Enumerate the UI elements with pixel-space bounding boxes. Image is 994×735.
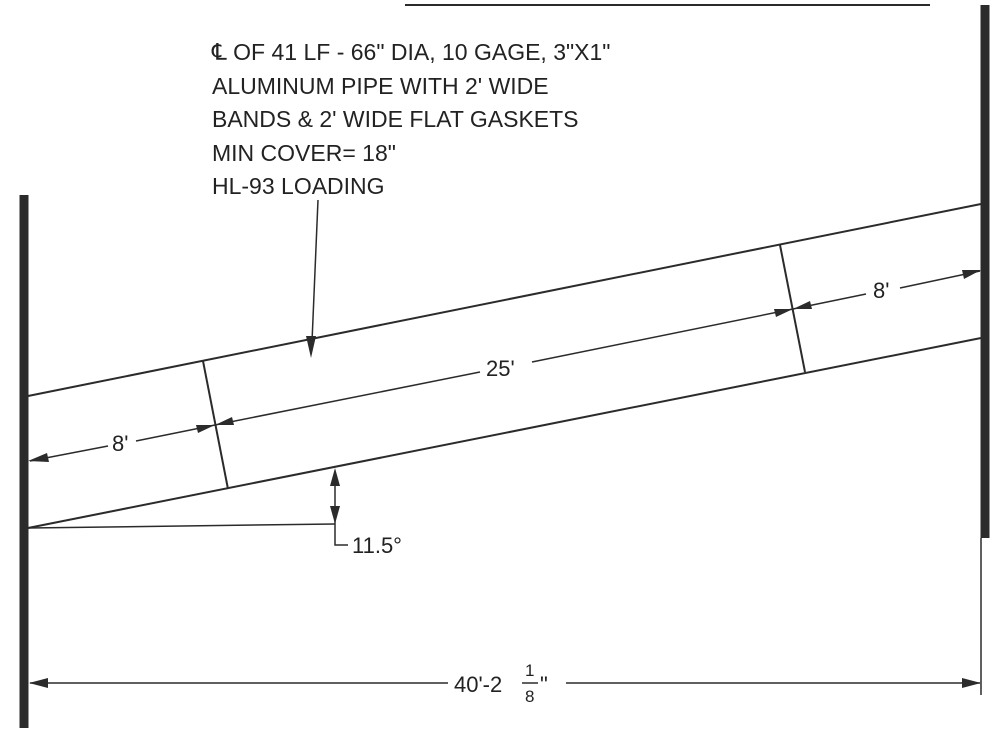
note-line-2: ALUMINUM PIPE WITH 2' WIDE — [212, 73, 549, 99]
note-line-1: ℄ OF 41 LF - 66" DIA, 10 GAGE, 3"X1" — [211, 39, 610, 65]
angle-arrowhead-bottom — [330, 506, 340, 524]
arrowhead-left-joint-b — [215, 417, 234, 425]
angle-label: 11.5° — [352, 533, 402, 558]
angle-arrowhead-top — [330, 468, 340, 486]
overall-arrowhead-right — [962, 678, 981, 688]
overall-label-frac-den: 8 — [525, 687, 534, 706]
arrowhead-left-joint-a — [196, 425, 215, 433]
overall-label-frac-num: 1 — [525, 661, 534, 680]
angle-leader — [334, 524, 348, 546]
note-leader-line — [311, 199, 319, 343]
pipe-bottom-edge — [27, 337, 982, 529]
arrowhead-right-end — [962, 270, 981, 279]
middle-segment-dim-line — [214, 371, 481, 426]
note-line-3: BANDS & 2' WIDE FLAT GASKETS — [212, 106, 579, 132]
middle-segment-label: 25' — [486, 356, 515, 381]
overall-arrowhead-left — [29, 678, 48, 688]
pipe-top-edge — [27, 203, 982, 397]
arrowhead-right-joint-b — [793, 301, 812, 309]
overall-label-whole: 40'-2 — [454, 672, 502, 697]
note-leader-arrowhead — [306, 336, 316, 358]
angle-horizontal-reference — [27, 523, 336, 529]
left-segment-label: 8' — [112, 431, 128, 456]
arrowhead-left-end — [28, 453, 49, 462]
right-segment-label: 8' — [873, 278, 889, 303]
note-line-4: MIN COVER= 18" — [212, 140, 396, 166]
note-line-5: HL-93 LOADING — [212, 173, 385, 199]
arrowhead-right-joint-a — [774, 309, 793, 317]
overall-label-inch: " — [540, 672, 548, 697]
middle-segment-dim-line-b — [531, 308, 794, 363]
